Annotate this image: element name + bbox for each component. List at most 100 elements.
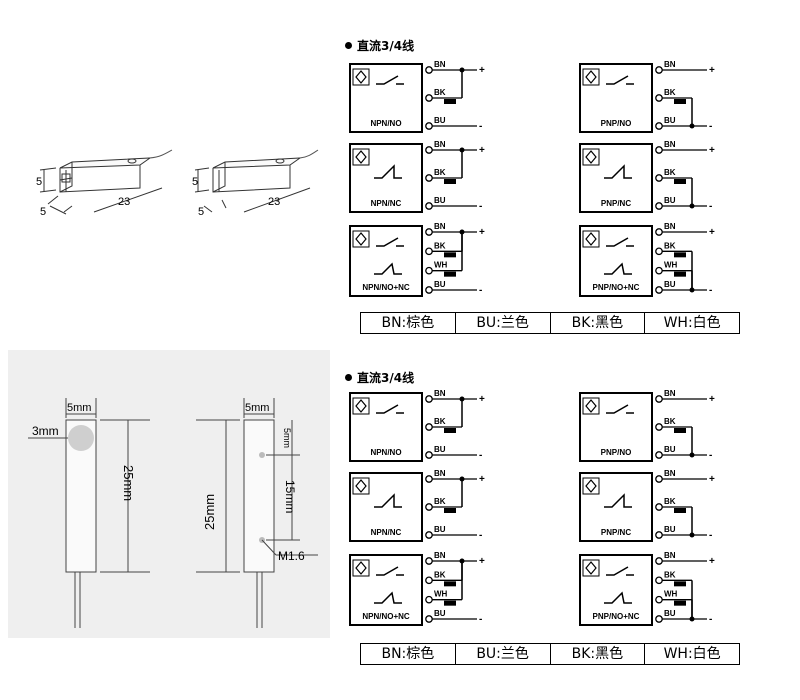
junction-dot-icon bbox=[459, 476, 465, 482]
load-resistor-icon bbox=[444, 271, 456, 277]
wire-label-bu: BU bbox=[434, 445, 446, 454]
switch-no-icon bbox=[606, 404, 634, 414]
terminal-icon bbox=[655, 122, 663, 130]
load-resistor-icon bbox=[444, 179, 456, 184]
minus-sign: - bbox=[479, 285, 482, 296]
iso1-dim-length: 23 bbox=[118, 196, 130, 208]
load-resistor-icon bbox=[444, 252, 456, 258]
plus-sign: + bbox=[479, 65, 485, 76]
diagram-label: NPN/NO bbox=[370, 448, 401, 457]
terminal-icon bbox=[425, 146, 433, 154]
diamond-icon bbox=[355, 232, 367, 246]
junction-dot-icon bbox=[689, 532, 695, 538]
side-dim-spacing: 15mm bbox=[283, 480, 297, 513]
terminal-icon bbox=[425, 66, 433, 74]
switch-no-icon bbox=[606, 75, 634, 85]
terminal-icon bbox=[655, 202, 663, 210]
terminal-icon bbox=[425, 247, 433, 256]
switch-nc-icon bbox=[604, 164, 632, 179]
switch-nc-icon bbox=[374, 164, 402, 179]
diamond-icon bbox=[585, 150, 597, 164]
minus-sign: - bbox=[709, 614, 712, 625]
sensor-symbol-frame bbox=[582, 148, 600, 166]
junction-dot-icon bbox=[459, 229, 465, 235]
terminal-icon bbox=[425, 395, 433, 403]
diamond-icon bbox=[585, 561, 597, 575]
terminal-icon bbox=[425, 503, 433, 511]
minus-sign: - bbox=[479, 530, 482, 541]
sensor-box bbox=[349, 392, 423, 462]
plus-sign: + bbox=[479, 556, 485, 567]
load-resistor-icon bbox=[674, 271, 686, 277]
wire-label-bn: BN bbox=[434, 551, 446, 560]
iso1-dim-width: 5 bbox=[40, 206, 46, 218]
terminal-icon bbox=[425, 286, 433, 294]
diamond-icon bbox=[585, 479, 597, 493]
diamond-icon bbox=[355, 150, 367, 164]
wire-label-bk: BK bbox=[664, 168, 676, 177]
front-dim-hole: 3mm bbox=[32, 424, 59, 438]
terminal-icon bbox=[655, 228, 663, 236]
terminal-icon bbox=[425, 202, 433, 210]
diamond-icon bbox=[585, 70, 597, 84]
wire-label-wh: WH bbox=[664, 590, 678, 599]
junction-dot-icon bbox=[689, 452, 695, 458]
wire-label-wh: WH bbox=[434, 590, 448, 599]
sensor-box bbox=[579, 472, 653, 542]
wire-label-bk: BK bbox=[664, 570, 676, 579]
switch-no-icon bbox=[606, 237, 634, 247]
wire-label-bk: BK bbox=[434, 168, 446, 177]
terminal-icon bbox=[425, 595, 433, 604]
bullet-icon bbox=[345, 374, 352, 381]
load-resistor-icon bbox=[444, 600, 456, 606]
wire-label-bn: BN bbox=[434, 222, 446, 231]
wire-label-bn: BN bbox=[434, 140, 446, 149]
wire-label-bn: BN bbox=[434, 469, 446, 478]
color-legend-bottom: BN:棕色 BU:兰色 BK:黑色 WH:白色 bbox=[360, 643, 740, 665]
legend-bu: BU:兰色 bbox=[456, 644, 551, 664]
wire-label-wh: WH bbox=[664, 261, 678, 270]
load-resistor-icon bbox=[444, 99, 456, 104]
sensor-box bbox=[349, 472, 423, 542]
load-resistor-icon bbox=[674, 99, 686, 104]
terminal-icon bbox=[655, 146, 663, 154]
iso2-dim-height: 5 bbox=[192, 176, 198, 188]
wire-label-bu: BU bbox=[664, 609, 676, 618]
plus-sign: + bbox=[709, 556, 715, 567]
wire-label-bu: BU bbox=[434, 116, 446, 125]
sensor-symbol-frame bbox=[582, 230, 600, 248]
switch-no-icon bbox=[606, 566, 634, 576]
wire-label-bu: BU bbox=[434, 525, 446, 534]
wire-label-bu: BU bbox=[664, 525, 676, 534]
iso1-dim-height: 5 bbox=[36, 176, 42, 188]
sensor-symbol-frame bbox=[582, 559, 600, 577]
junction-dot-icon bbox=[689, 287, 695, 293]
drawing-side-view: 5mm 25mm 5mm 15mm M1.6 bbox=[196, 398, 318, 628]
plus-sign: + bbox=[479, 145, 485, 156]
junction-dot-icon bbox=[459, 67, 465, 73]
terminal-icon bbox=[655, 615, 663, 623]
sensor-box bbox=[579, 554, 653, 626]
sensor-symbol-frame bbox=[352, 230, 370, 248]
terminal-icon bbox=[425, 576, 433, 585]
terminal-icon bbox=[425, 615, 433, 623]
sensor-symbol-frame bbox=[352, 397, 370, 415]
diamond-icon bbox=[355, 399, 367, 413]
wire-label-bn: BN bbox=[664, 389, 676, 398]
diamond-icon bbox=[355, 561, 367, 575]
plus-sign: + bbox=[479, 394, 485, 405]
sensor-symbol-frame bbox=[352, 559, 370, 577]
plus-sign: + bbox=[709, 145, 715, 156]
switch-nc-icon bbox=[374, 262, 402, 275]
terminal-icon bbox=[425, 557, 433, 565]
wire-label-bn: BN bbox=[434, 60, 446, 69]
sensor-isometric-view-2: 5 5 23 bbox=[192, 149, 319, 218]
junction-dot-icon bbox=[689, 616, 695, 622]
sensor-isometric-view-1: 5 5 23 bbox=[36, 149, 173, 218]
side-dim-top: 5mm bbox=[245, 402, 269, 414]
sensor-box bbox=[349, 63, 423, 133]
